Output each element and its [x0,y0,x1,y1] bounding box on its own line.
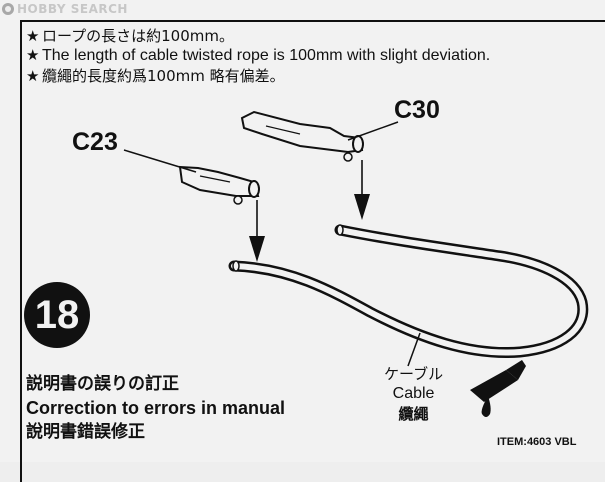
page-frame [20,20,605,482]
glue-drop-icon [470,360,526,417]
part-label-c23: C23 [72,128,118,156]
watermark-logo-icon [2,3,14,15]
part-c23 [123,149,265,262]
cable-drawing [228,224,589,359]
step-number-badge: 18 [24,282,90,348]
star-icon: ★ [26,47,40,64]
star-icon: ★ [26,27,40,45]
cable-label: ケーブル Cable 纜繩 [384,364,443,424]
correction-title-zh: 說明書錯誤修正 [26,422,145,442]
note-english: ★ The length of cable twisted rope is 10… [26,46,605,66]
cable-leader-line [407,332,421,367]
notes-block: ★ ロープの長さは約100mm。 ★ The length of cable t… [26,26,605,86]
note-japanese: ★ ロープの長さは約100mm。 [26,26,605,46]
part-c30 [240,110,399,220]
watermark: HOBBY SEARCH [2,0,128,18]
correction-title-en: Correction to errors in manual [26,398,286,418]
note-text: The length of cable twisted rope is 100m… [42,47,491,64]
cable-label-en: Cable [392,385,435,402]
item-code: ITEM:4603 VBL [497,436,577,448]
watermark-text: HOBBY SEARCH [17,2,128,16]
note-text: 纜繩的長度約爲100mm 略有偏差。 [42,67,285,85]
assembly-diagram [123,110,589,417]
note-text: ロープの長さは約100mm。 [42,27,234,45]
correction-title-jp: 説明書の誤りの訂正 [26,374,179,394]
note-chinese: ★ 纜繩的長度約爲100mm 略有偏差。 [26,66,605,86]
cable-label-jp: ケーブル [384,365,444,383]
star-icon: ★ [26,67,40,85]
part-label-c30: C30 [394,96,440,124]
cable-label-zh: 纜繩 [398,405,429,423]
correction-block: 説明書の誤りの訂正 Correction to errors in manual… [26,372,285,444]
